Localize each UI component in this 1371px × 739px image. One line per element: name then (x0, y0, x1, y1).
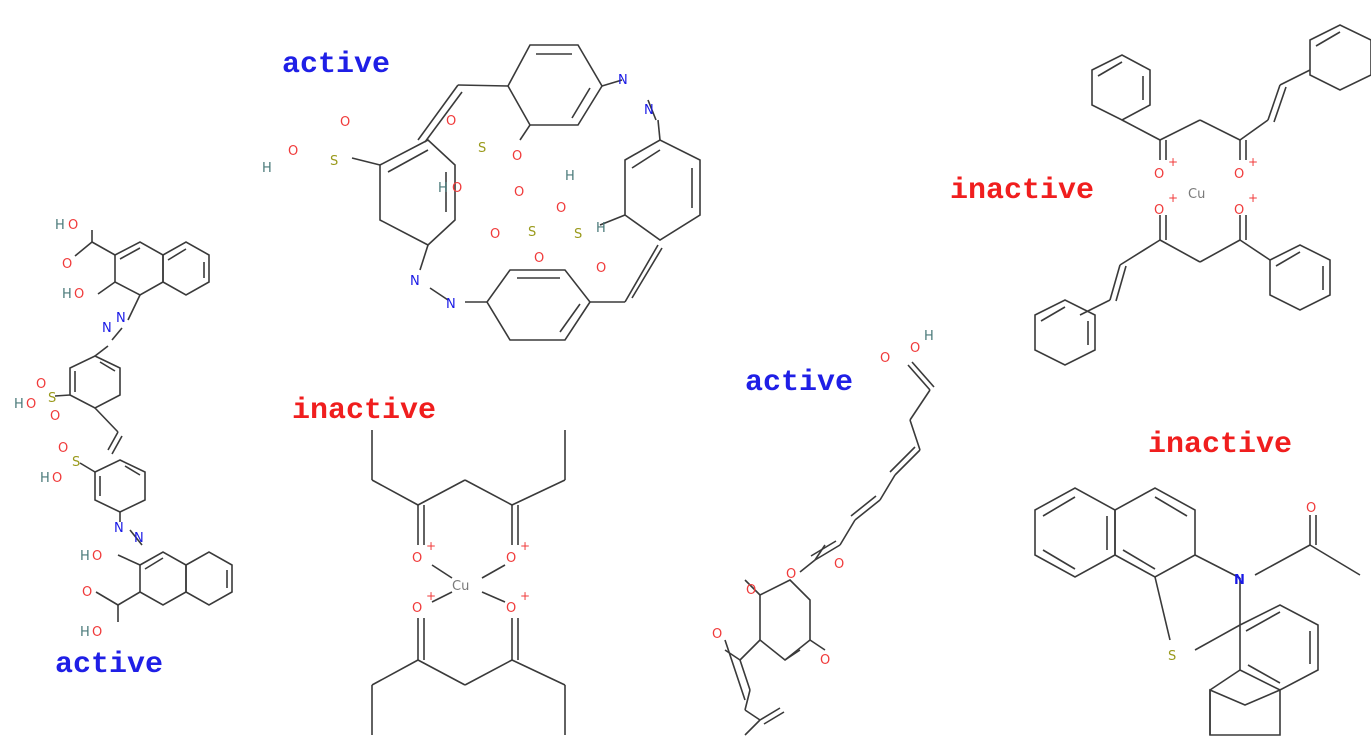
molecule-5-atoms: O + O + Cu O + O + (1154, 155, 1258, 218)
atom-s: S (330, 154, 338, 169)
atom-o: O (490, 227, 500, 242)
atom-h: H (40, 471, 50, 486)
atom-o: O (512, 149, 522, 164)
atom-o: O (1154, 167, 1164, 182)
atom-o: O (786, 567, 796, 582)
atom-o: O (506, 551, 516, 566)
atom-o: O (74, 287, 84, 302)
atom-s: S (72, 455, 80, 470)
atom-n: N (618, 73, 628, 88)
atom-o: O (446, 114, 456, 129)
atom-n: N (114, 521, 124, 536)
atom-h: H (62, 287, 72, 302)
charge: + (1248, 191, 1258, 205)
atom-n: N (1234, 573, 1245, 588)
charge: + (426, 589, 436, 603)
molecule-4-atoms: O O H O O O O O (712, 329, 934, 668)
atom-o: O (50, 409, 60, 424)
atom-n: N (116, 311, 126, 326)
atom-o: O (596, 261, 606, 276)
atom-o: O (1306, 501, 1316, 516)
atom-h: H (565, 169, 575, 184)
atom-o: O (506, 601, 516, 616)
atom-h: H (262, 161, 272, 176)
molecule-3-atoms: O + O + Cu O + O + (412, 539, 530, 616)
atom-n: N (410, 274, 420, 289)
atom-o: O (68, 218, 78, 233)
atom-s: S (574, 227, 582, 242)
charge: + (1248, 155, 1258, 169)
atom-o: O (52, 471, 62, 486)
atom-o: O (26, 397, 36, 412)
atom-o: O (534, 251, 544, 266)
activity-label-5: inactive (950, 174, 1094, 208)
atom-o: O (62, 257, 72, 272)
atom-n: N (102, 321, 112, 336)
atom-cu: Cu (452, 579, 469, 594)
atom-s: S (528, 225, 536, 240)
molecule-2-atoms: N N O S O H O S O H O H O O O S S H O O … (262, 73, 654, 312)
atom-n: N (644, 103, 654, 118)
atom-h: H (55, 218, 65, 233)
molecule-6 (1034, 487, 1361, 736)
atom-o: O (746, 583, 756, 598)
molecule-1 (54, 230, 233, 622)
atom-o: O (340, 115, 350, 130)
atom-h: H (924, 329, 934, 344)
atom-cu: Cu (1188, 187, 1205, 202)
charge: + (520, 589, 530, 603)
molecule-1-atoms: H O O H O N N O S H O O O S H O N N H O … (14, 218, 144, 640)
molecule-3 (371, 430, 566, 735)
atom-h: H (80, 625, 90, 640)
charge: + (520, 539, 530, 553)
molecule-2 (351, 44, 701, 341)
atom-o: O (556, 201, 566, 216)
atom-o: O (58, 441, 68, 456)
activity-label-4: active (745, 366, 853, 400)
atom-o: O (1234, 167, 1244, 182)
atom-o: O (82, 585, 92, 600)
molecule-5 (1034, 24, 1371, 366)
atom-n: N (446, 297, 456, 312)
activity-label-3: inactive (292, 394, 436, 428)
atom-h: H (596, 221, 606, 236)
atom-s: S (1168, 649, 1176, 664)
charge: + (426, 539, 436, 553)
atom-o: O (910, 341, 920, 356)
atom-o: O (92, 549, 102, 564)
activity-label-1: active (55, 648, 163, 682)
atom-o: O (288, 144, 298, 159)
atom-o: O (92, 625, 102, 640)
atom-o: O (834, 557, 844, 572)
atom-o: O (36, 377, 46, 392)
activity-label-2: active (282, 48, 390, 82)
molecule-6-atoms: N S O (1168, 501, 1316, 664)
atom-o: O (1234, 203, 1244, 218)
atom-o: O (1154, 203, 1164, 218)
atom-o: O (412, 551, 422, 566)
atom-h: H (438, 181, 448, 196)
atom-n: N (134, 531, 144, 546)
atom-h: H (14, 397, 24, 412)
molecule-4 (724, 361, 935, 736)
atom-h: H (80, 549, 90, 564)
atom-o: O (820, 653, 830, 668)
atom-o: O (712, 627, 722, 642)
charge: + (1168, 191, 1178, 205)
atom-s: S (48, 391, 56, 406)
charge: + (1168, 155, 1178, 169)
atom-o: O (412, 601, 422, 616)
atom-o: O (880, 351, 890, 366)
atom-o: O (452, 181, 462, 196)
atom-s: S (478, 141, 486, 156)
activity-label-6: inactive (1148, 428, 1292, 462)
atom-o: O (514, 185, 524, 200)
